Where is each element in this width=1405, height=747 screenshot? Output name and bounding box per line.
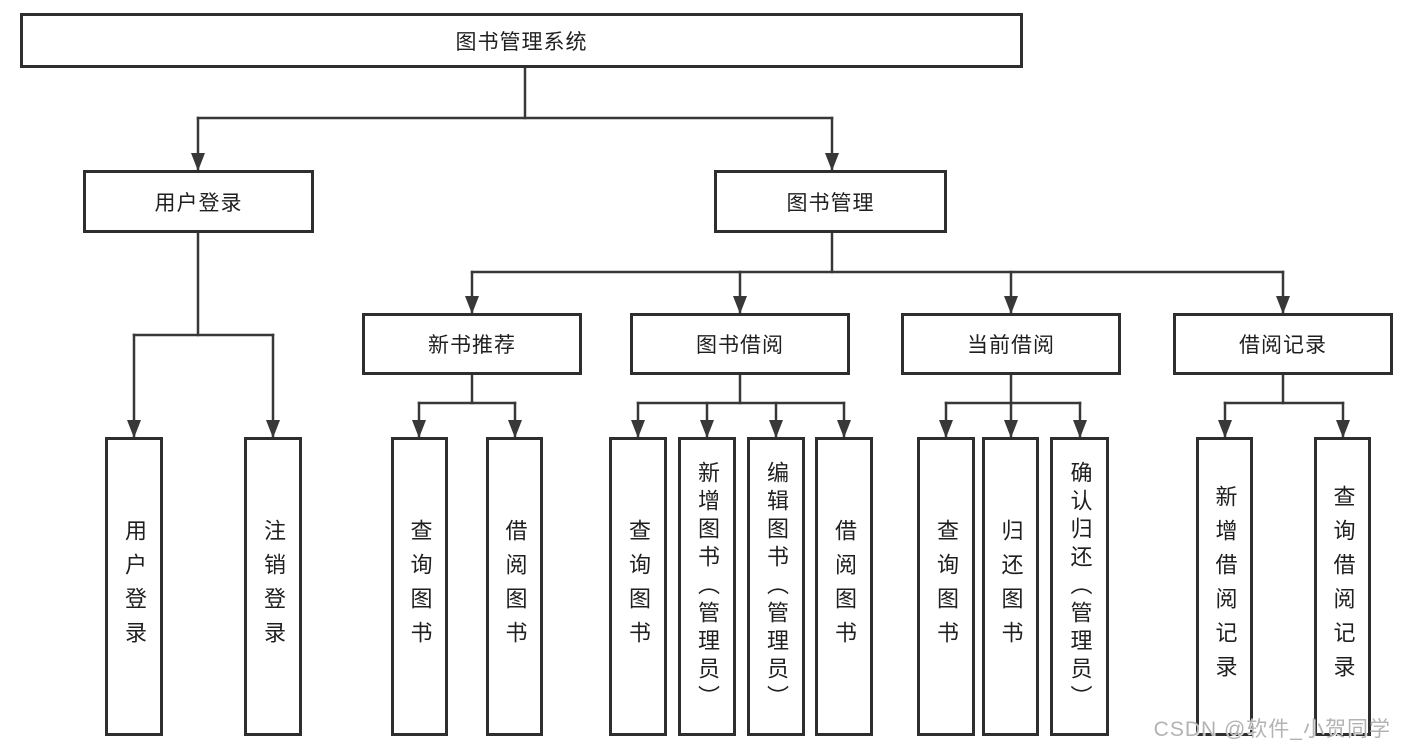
leaf-label: 用户登录 xyxy=(122,518,147,655)
leaf-bb-borrow-books: 借阅图书 xyxy=(815,437,873,736)
leaf-bb-query-books: 查询图书 xyxy=(609,437,667,736)
leaf-label: 借阅图书 xyxy=(502,518,528,655)
node-book-borrowing: 图书借阅 xyxy=(630,313,850,375)
node-borrowing-records: 借阅记录 xyxy=(1173,313,1393,375)
leaf-bb-edit-books-admin: 编辑图书（管理员） xyxy=(747,437,805,736)
leaf-cb-query-books: 查询图书 xyxy=(917,437,975,736)
node-new-book-recommendation: 新书推荐 xyxy=(362,313,582,375)
leaf-cb-return-books: 归还图书 xyxy=(982,437,1039,736)
leaf-label: 新增图书（管理员） xyxy=(695,460,720,713)
leaf-user-login: 用户登录 xyxy=(105,437,163,736)
leaf-nb-borrow-books: 借阅图书 xyxy=(486,437,543,736)
node-user-login: 用户登录 xyxy=(83,170,314,233)
leaf-br-query-borrow-record: 查询借阅记录 xyxy=(1314,437,1371,736)
leaf-label: 查询借阅记录 xyxy=(1330,484,1356,689)
node-book-management: 图书管理 xyxy=(714,170,947,233)
leaf-br-add-borrow-record: 新增借阅记录 xyxy=(1196,437,1253,736)
node-library-management-system: 图书管理系统 xyxy=(20,13,1023,68)
leaf-label: 编辑图书（管理员） xyxy=(764,460,789,713)
leaf-label: 借阅图书 xyxy=(832,518,857,655)
leaf-label: 查询图书 xyxy=(626,518,651,655)
leaf-label: 注销登录 xyxy=(261,518,286,655)
leaf-label: 新增借阅记录 xyxy=(1212,484,1238,689)
leaf-label: 查询图书 xyxy=(407,518,433,655)
leaf-label: 查询图书 xyxy=(934,518,959,655)
leaf-label: 确认归还（管理员） xyxy=(1067,460,1093,713)
leaf-label: 归还图书 xyxy=(998,518,1024,655)
leaf-bb-add-books-admin: 新增图书（管理员） xyxy=(678,437,736,736)
leaf-logout: 注销登录 xyxy=(244,437,302,736)
node-current-borrowing: 当前借阅 xyxy=(901,313,1121,375)
csdn-watermark: CSDN @软件_小贺同学 xyxy=(1153,718,1391,741)
leaf-nb-query-books: 查询图书 xyxy=(391,437,448,736)
leaf-cb-confirm-return-admin: 确认归还（管理员） xyxy=(1050,437,1109,736)
